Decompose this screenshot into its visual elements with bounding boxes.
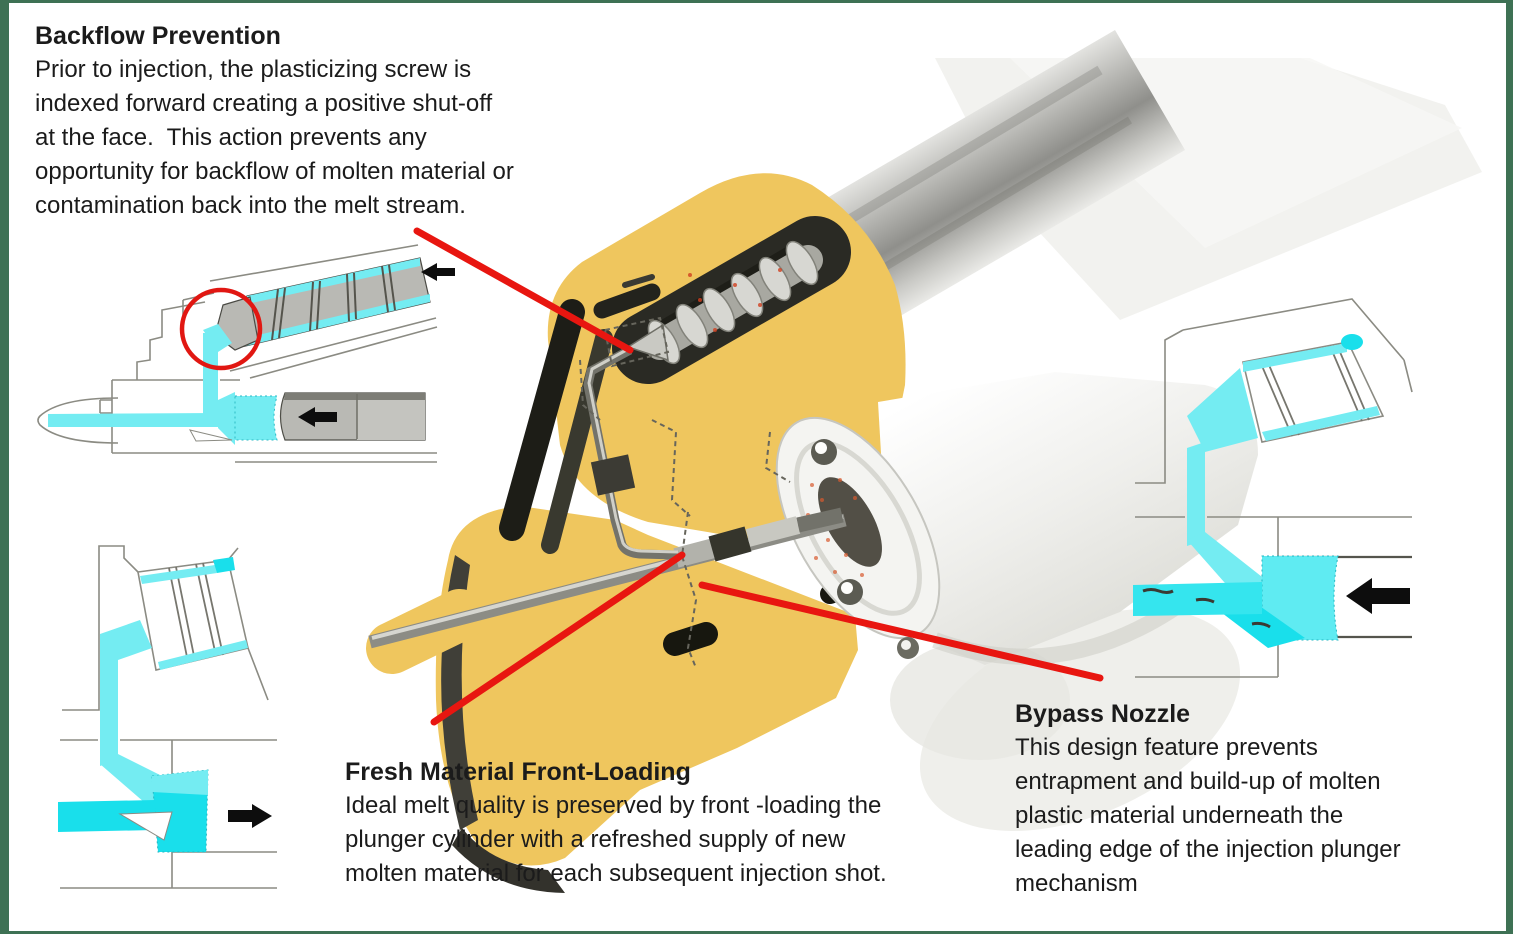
melt-channel — [583, 346, 679, 560]
callout-bypass-title: Bypass Nozzle — [1015, 700, 1191, 728]
callout-backflow-title: Backflow Prevention — [35, 22, 281, 50]
feed-arrow-left-icon — [421, 263, 455, 281]
callout-bypass-nozzle: Bypass Nozzle This design feature preven… — [1015, 697, 1506, 901]
plasticizing-screw — [612, 216, 851, 384]
collar-slot-small — [622, 274, 655, 288]
melt-path — [1133, 368, 1339, 648]
shutoff-highlight-circle — [179, 287, 263, 371]
injection-plunger-rod — [368, 507, 847, 649]
frontloading-crosssection-diagram — [58, 545, 277, 889]
bypass-crosssection-diagram — [1133, 298, 1413, 678]
flow-arrow-right-icon — [228, 804, 272, 828]
collar-slot — [593, 283, 661, 319]
actuator-flange — [775, 416, 941, 659]
callout-fresh-material-front-loading: Fresh Material Front-Loading Ideal melt … — [345, 755, 1025, 891]
screw-unit — [137, 557, 249, 671]
screw-unit — [1242, 334, 1385, 443]
plunger-section — [279, 392, 426, 441]
nozzle-outline — [37, 397, 119, 444]
actuator-cylinder — [878, 372, 1258, 831]
callout-bypass-body: This design feature prevents entrapment … — [1015, 734, 1401, 897]
annotation-line-frontloading — [430, 551, 686, 726]
flange-bolt-holes — [811, 439, 919, 659]
callout-backflow-body: Prior to injection, the plasticizing scr… — [35, 56, 514, 219]
annotation-line-backflow — [413, 227, 634, 354]
flow-arrow-left-large-icon — [1346, 578, 1410, 614]
funnel-wedge — [189, 429, 233, 442]
melt-speckles — [806, 478, 864, 577]
callout-fresh-title: Fresh Material Front-Loading — [345, 758, 691, 786]
callout-fresh-body: Ideal melt quality is preserved by front… — [345, 792, 887, 887]
backflow-crosssection-diagram — [37, 244, 455, 463]
annotation-line-bypass — [698, 581, 1104, 682]
trapped-material-marks — [1142, 588, 1271, 629]
callout-backflow-prevention: Backflow Prevention Prior to injection, … — [35, 19, 655, 223]
flow-arrow-left-icon — [298, 407, 337, 427]
melt-path — [48, 324, 278, 445]
screw-speckles — [688, 268, 782, 332]
body-bottom-shadow — [452, 828, 565, 893]
melt-path — [58, 620, 209, 853]
screw-band — [214, 257, 431, 351]
channel-valve-block — [590, 454, 636, 496]
construction-dashes — [579, 316, 791, 669]
flange-bore — [818, 477, 882, 567]
